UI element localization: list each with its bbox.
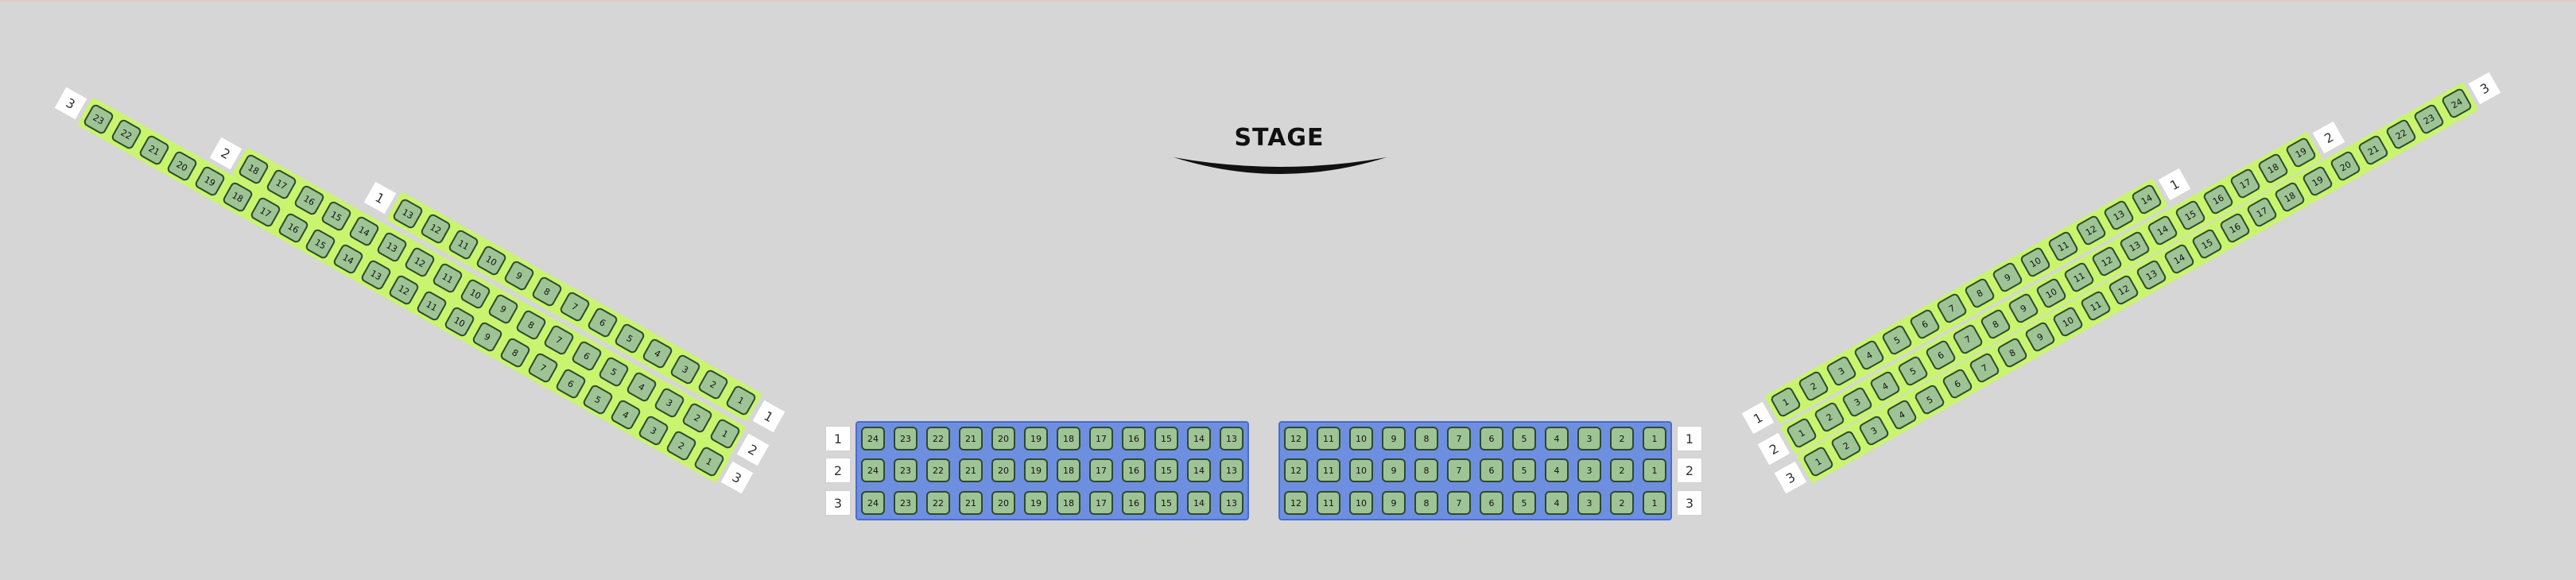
seat[interactable]: 15 <box>1154 491 1178 515</box>
seat[interactable]: 16 <box>1122 491 1146 515</box>
seat[interactable]: 16 <box>1122 427 1146 450</box>
row-label: 2 <box>1677 458 1702 483</box>
seat[interactable]: 17 <box>1089 458 1113 482</box>
seat[interactable]: 24 <box>861 491 885 515</box>
seat[interactable]: 9 <box>1382 458 1406 482</box>
seat[interactable]: 20 <box>991 427 1015 450</box>
seat[interactable]: 2 <box>1610 491 1634 515</box>
seat[interactable]: 6 <box>1480 491 1503 515</box>
seat[interactable]: 6 <box>1480 427 1503 450</box>
seat[interactable]: 18 <box>1057 458 1080 482</box>
seat[interactable]: 11 <box>1317 491 1340 515</box>
seat[interactable]: 17 <box>1089 427 1113 450</box>
seat[interactable]: 22 <box>926 458 950 482</box>
seat[interactable]: 3 <box>1577 458 1601 482</box>
seat[interactable]: 17 <box>1089 491 1113 515</box>
row-label: 1 <box>825 426 851 451</box>
seat[interactable]: 12 <box>1284 427 1308 450</box>
seat[interactable]: 10 <box>1349 458 1373 482</box>
row-label: 1 <box>751 398 786 434</box>
seat[interactable]: 14 <box>1187 458 1211 482</box>
seat[interactable]: 24 <box>861 427 885 450</box>
row-label: 2 <box>825 458 851 483</box>
row-label: 3 <box>825 490 851 516</box>
seat[interactable]: 23 <box>894 491 918 515</box>
seat[interactable]: 20 <box>991 491 1015 515</box>
row-label: 1 <box>1677 426 1702 451</box>
seat[interactable]: 15 <box>1154 458 1178 482</box>
seat[interactable]: 8 <box>1414 491 1438 515</box>
seat[interactable]: 3 <box>1577 491 1601 515</box>
stage-label: STAGE <box>1234 124 1325 152</box>
seat[interactable]: 5 <box>1512 427 1536 450</box>
seat[interactable]: 14 <box>1187 427 1211 450</box>
seat[interactable]: 12 <box>1284 458 1308 482</box>
seat[interactable]: 7 <box>1447 491 1471 515</box>
seat[interactable]: 13 <box>1220 458 1243 482</box>
seat[interactable]: 4 <box>1545 491 1569 515</box>
seat[interactable]: 7 <box>1447 458 1471 482</box>
seat[interactable]: 2 <box>1610 427 1634 450</box>
seat[interactable]: 2 <box>1610 458 1634 482</box>
seat[interactable]: 5 <box>1512 458 1536 482</box>
seat[interactable]: 15 <box>1154 427 1178 450</box>
seat[interactable]: 10 <box>1349 491 1373 515</box>
seat[interactable]: 9 <box>1382 427 1406 450</box>
top-border <box>0 0 2576 2</box>
seat[interactable]: 4 <box>1545 458 1569 482</box>
seat[interactable]: 11 <box>1317 427 1340 450</box>
seat[interactable]: 24 <box>861 458 885 482</box>
seat[interactable]: 23 <box>894 458 918 482</box>
seat[interactable]: 21 <box>959 458 983 482</box>
seat[interactable]: 19 <box>1024 427 1048 450</box>
seat[interactable]: 6 <box>1480 458 1503 482</box>
seat[interactable]: 19 <box>1024 491 1048 515</box>
row-label: 3 <box>1677 490 1702 516</box>
seat[interactable]: 1 <box>1643 458 1666 482</box>
seat[interactable]: 16 <box>1122 458 1146 482</box>
seat[interactable]: 22 <box>926 427 950 450</box>
seat[interactable]: 21 <box>959 427 983 450</box>
center_left-section <box>855 421 1249 520</box>
seat[interactable]: 1 <box>1643 427 1666 450</box>
seat[interactable]: 20 <box>991 458 1015 482</box>
seat[interactable]: 18 <box>1057 427 1080 450</box>
seat[interactable]: 8 <box>1414 427 1438 450</box>
seat[interactable]: 5 <box>1512 491 1536 515</box>
seat[interactable]: 19 <box>1024 458 1048 482</box>
seat[interactable]: 10 <box>1349 427 1373 450</box>
seat[interactable]: 23 <box>894 427 918 450</box>
seat[interactable]: 13 <box>1220 491 1243 515</box>
seat[interactable]: 12 <box>1284 491 1308 515</box>
seat[interactable]: 22 <box>926 491 950 515</box>
seat[interactable]: 8 <box>1414 458 1438 482</box>
seat[interactable]: 14 <box>1187 491 1211 515</box>
seat[interactable]: 13 <box>1220 427 1243 450</box>
seat[interactable]: 1 <box>1643 491 1666 515</box>
seat[interactable]: 4 <box>1545 427 1569 450</box>
seat[interactable]: 3 <box>1577 427 1601 450</box>
center_right-section <box>1278 421 1672 520</box>
seat[interactable]: 11 <box>1317 458 1340 482</box>
seat[interactable]: 21 <box>959 491 983 515</box>
seat[interactable]: 18 <box>1057 491 1080 515</box>
seat[interactable]: 9 <box>1382 491 1406 515</box>
stage-arc <box>1174 157 1387 174</box>
seat[interactable]: 7 <box>1447 427 1471 450</box>
